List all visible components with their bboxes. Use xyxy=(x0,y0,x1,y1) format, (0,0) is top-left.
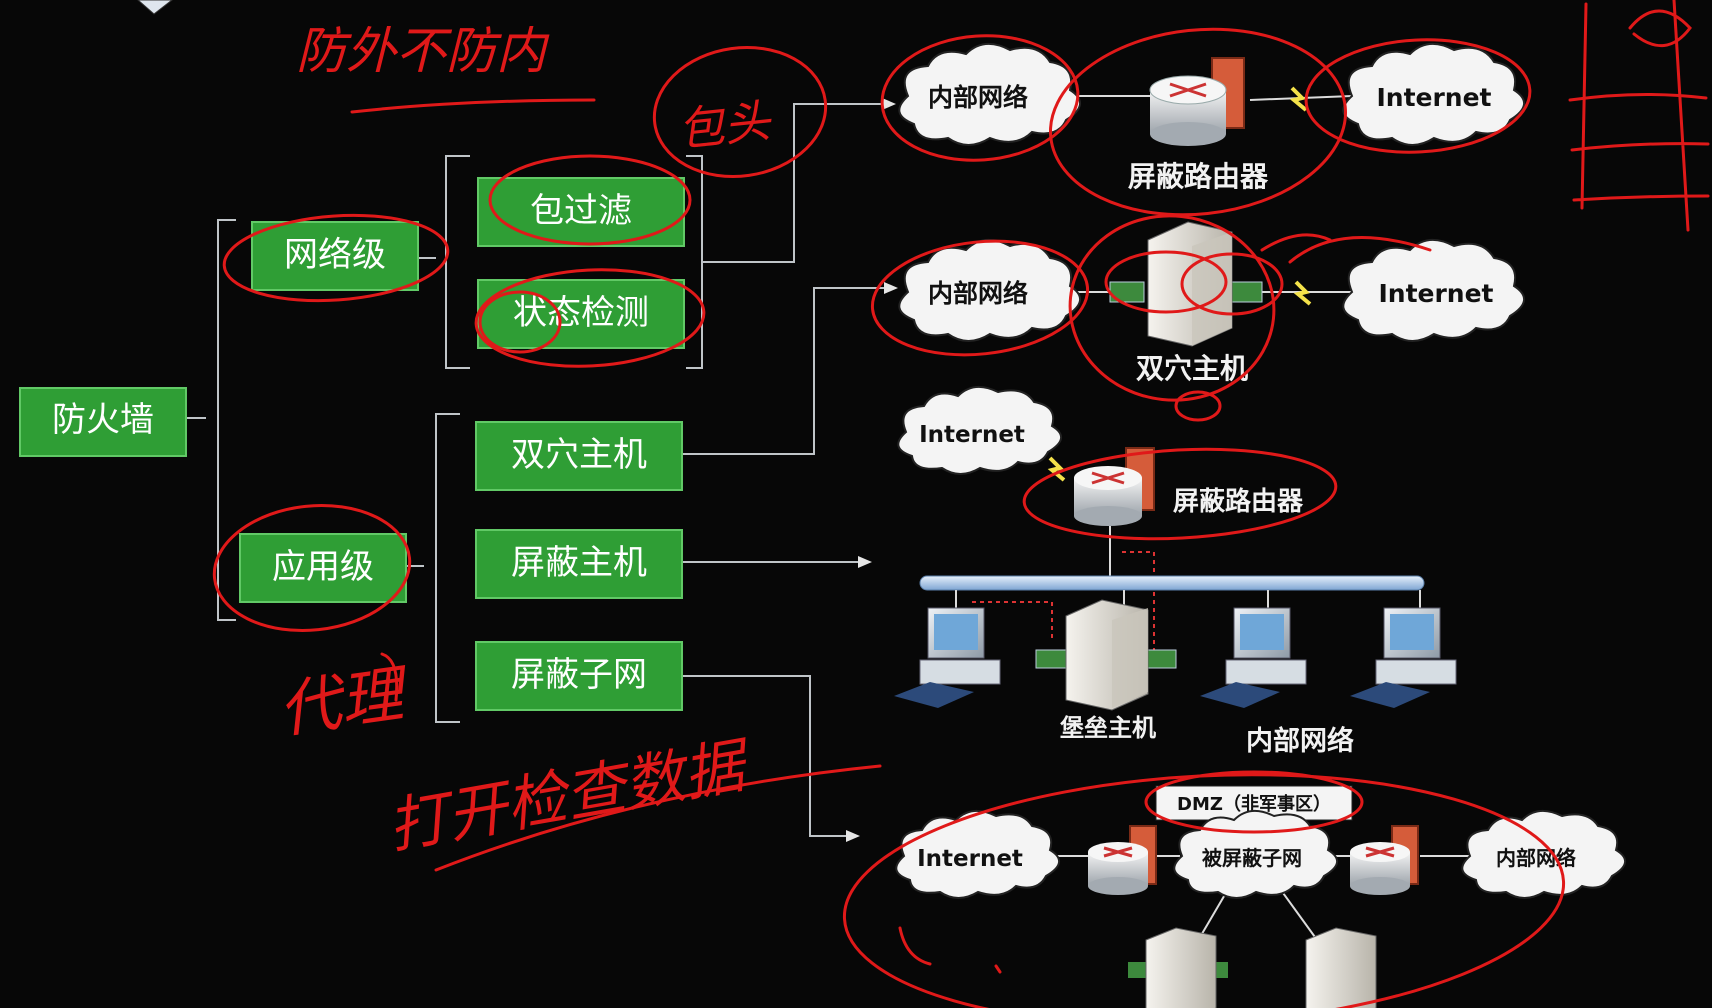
screened-host-node: 屏蔽主机 xyxy=(475,529,683,599)
stateful-inspection-node: 状态检测 xyxy=(477,279,685,349)
cloud-icon: 内部网络 xyxy=(898,239,1081,342)
internet-label: Internet xyxy=(1378,279,1493,308)
server-icon xyxy=(1305,927,1377,1008)
internal-network-label: 内部网络 xyxy=(1246,725,1354,757)
dual-homed-host-label: 双穴主机 xyxy=(1136,352,1248,385)
server-icon xyxy=(1128,927,1228,1008)
cloud-icon: 内部网络 xyxy=(898,43,1081,146)
application-level-label: 应用级 xyxy=(272,547,374,587)
cloud-icon: Internet xyxy=(897,385,1062,475)
internet-label: Internet xyxy=(1376,83,1491,112)
screened-subnet-node: 屏蔽子网 xyxy=(475,641,683,711)
computer-icon xyxy=(1350,607,1457,708)
nic-icon xyxy=(1227,281,1263,303)
router-icon xyxy=(1350,825,1419,895)
internal-network-label: 内部网络 xyxy=(1496,846,1576,870)
cloud-icon: 内部网络 xyxy=(1461,809,1626,899)
router-icon xyxy=(1088,825,1157,895)
bastion-server-icon xyxy=(1065,599,1149,711)
cloud-icon: Internet xyxy=(1342,43,1525,146)
network-level-label: 网络级 xyxy=(284,235,386,275)
screened-subnet-setup-diagram: DMZ（非军事区） Internet 被屏蔽子网 内部网络 xyxy=(895,785,1626,1008)
router-icon xyxy=(1074,447,1155,526)
router-label: 屏蔽路由器 xyxy=(1128,160,1269,193)
internet-label: Internet xyxy=(919,422,1025,448)
root-label: 防火墙 xyxy=(52,400,154,440)
application-level-node: 应用级 xyxy=(239,533,407,603)
screened-host-setup-diagram: Internet 屏蔽路由器 xyxy=(894,385,1457,757)
top-note: 防外不防内 xyxy=(296,22,550,80)
arrow-heads xyxy=(846,98,898,842)
cloud-icon: Internet xyxy=(895,809,1060,899)
root-node: 防火墙 xyxy=(19,387,187,457)
stateful-inspection-label: 状态检测 xyxy=(513,293,649,333)
lightning-icon xyxy=(1289,86,1308,112)
dual-homed-label: 双穴主机 xyxy=(511,435,647,475)
router-icon xyxy=(1149,57,1245,146)
red-annotations xyxy=(212,0,1710,1008)
network-level-node: 网络级 xyxy=(251,221,419,291)
packet-filter-label: 包过滤 xyxy=(530,191,632,231)
cursor-icon xyxy=(137,0,173,15)
packet-filter-node: 包过滤 xyxy=(477,177,685,247)
tree-connectors xyxy=(186,103,884,837)
computer-icon xyxy=(1200,607,1307,708)
screening-router-label: 屏蔽路由器 xyxy=(1173,486,1304,517)
dmz-label: DMZ（非军事区） xyxy=(1177,793,1331,815)
bastion-host-label: 堡垒主机 xyxy=(1060,714,1156,742)
server-icon xyxy=(1147,221,1233,347)
lightning-icon xyxy=(1047,456,1066,482)
lightning-icon xyxy=(1293,280,1312,306)
screened-host-label: 屏蔽主机 xyxy=(511,543,647,583)
computer-icon xyxy=(894,607,1001,708)
inspect-data-note: 打开检查数据 xyxy=(382,730,757,863)
internet-label: Internet xyxy=(917,846,1023,872)
proxy-note: 代理 xyxy=(274,656,415,747)
internal-network-label: 内部网络 xyxy=(928,83,1028,112)
dual-homed-node: 双穴主机 xyxy=(475,421,683,491)
dual-homed-setup-diagram: 内部网络 双穴主机 Internet xyxy=(898,221,1525,385)
network-bus xyxy=(919,575,1425,591)
packet-header-note: 包头 xyxy=(676,93,775,157)
cloud-icon: 被屏蔽子网 xyxy=(1173,809,1338,899)
screened-subnet-label: 屏蔽子网 xyxy=(511,655,647,695)
cloud-icon: Internet xyxy=(1342,239,1525,342)
internal-network-label: 内部网络 xyxy=(928,279,1028,308)
router-setup-diagram: 内部网络 屏蔽路由器 Internet xyxy=(898,43,1525,193)
screened-subnet-cloud-label: 被屏蔽子网 xyxy=(1202,846,1302,870)
